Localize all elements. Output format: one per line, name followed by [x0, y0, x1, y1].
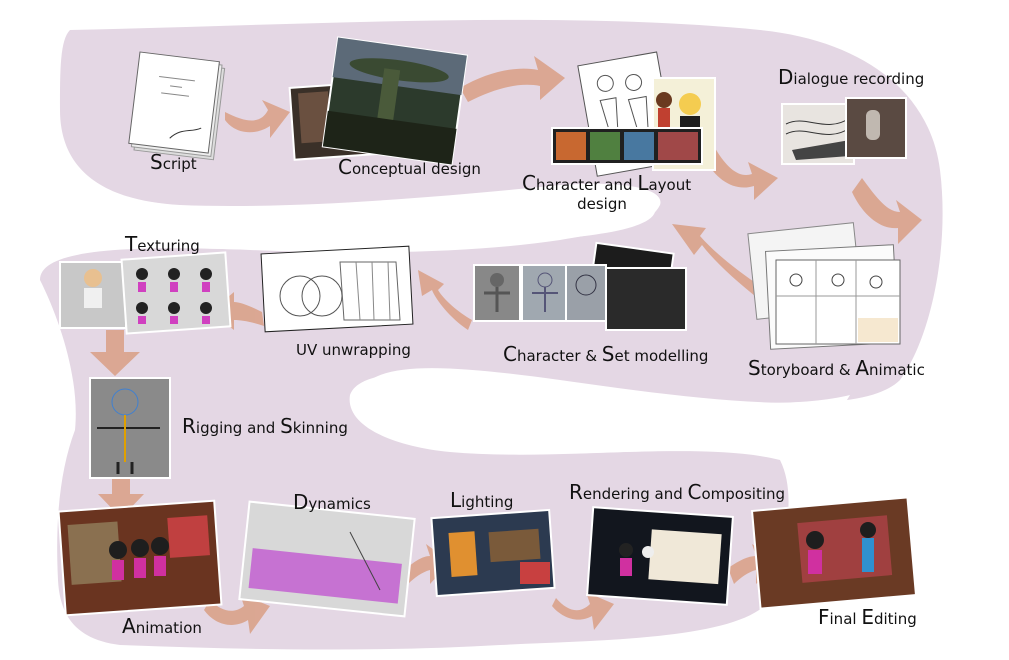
arrow-storyboard-to-modelling: [672, 224, 766, 300]
label-uv-unwrapping: UV unwrapping: [296, 341, 411, 359]
arrow-script-to-concept: [225, 100, 290, 138]
path-band: [40, 19, 943, 650]
dynamics-image: [238, 500, 416, 618]
arrow-texturing-to-rigging: [90, 330, 140, 376]
modelling-image: [473, 241, 687, 331]
path-gap-upper: [60, 191, 656, 250]
arrow-modelling-to-uv: [418, 270, 472, 330]
script-pages-image: [128, 51, 226, 161]
conceptual-design-image: [288, 36, 469, 166]
arrow-animation-to-dynamics: [204, 594, 270, 634]
label-script: Script: [150, 150, 197, 174]
label-dialogue-recording: Dialogue recording: [778, 65, 925, 89]
label-final-editing: Final Editing: [818, 605, 917, 629]
label-rendering-compositing: Rendering and Compositing: [569, 480, 786, 504]
animation-image: [57, 499, 223, 617]
label-character-set-modelling: Character & Set modelling: [503, 342, 709, 366]
final-editing-image: [750, 496, 918, 610]
arrow-concept-to-character: [460, 56, 565, 102]
texturing-image: [59, 251, 232, 335]
character-design-image: [551, 51, 716, 177]
label-texturing: Texturing: [125, 232, 200, 256]
arrow-lighting-to-rendering: [552, 592, 614, 630]
lighting-image: [430, 508, 556, 598]
label-conceptual-design: Conceptual design: [338, 155, 481, 179]
uv-unwrapping-image: [260, 245, 414, 333]
arrow-character-to-dialogue: [706, 148, 778, 200]
label-dynamics: Dynamics: [293, 490, 371, 514]
dialogue-recording-image: [781, 97, 907, 165]
label-storyboard-animatic: Storyboard & Animatic: [748, 356, 925, 380]
label-lighting: Lighting: [450, 488, 514, 512]
label-rigging-skinning: Rigging and Skinning: [182, 414, 348, 438]
label-character-layout-design: Character and Layout design: [522, 171, 692, 213]
arrow-rigging-to-animation: [98, 478, 144, 518]
rigging-image: [89, 377, 171, 479]
arrow-dialogue-to-storyboard: [852, 178, 922, 244]
rendering-image: [586, 506, 734, 606]
label-animation: Animation: [122, 614, 202, 638]
path-gap-lower: [349, 372, 850, 458]
storyboard-image: [747, 222, 901, 350]
